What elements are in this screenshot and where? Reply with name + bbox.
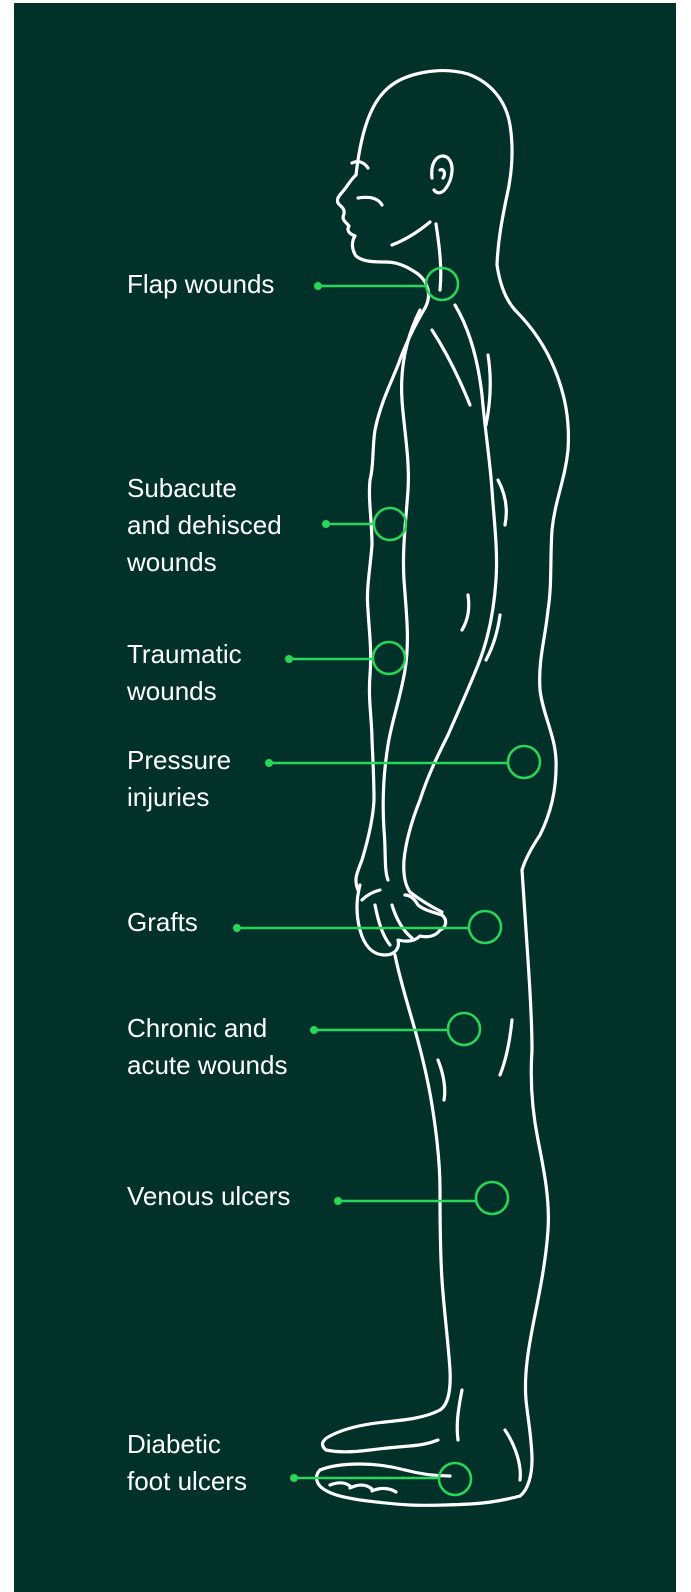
label-line: Flap wounds bbox=[127, 266, 274, 303]
ankle-line bbox=[457, 1390, 462, 1440]
hand bbox=[357, 885, 446, 955]
label-line: Traumatic bbox=[127, 636, 242, 673]
callout-traumatic-wounds bbox=[285, 642, 405, 674]
eye bbox=[352, 162, 368, 168]
label-line: Grafts bbox=[127, 904, 198, 941]
label-chronic-acute-wounds: Chronic and acute wounds bbox=[127, 1010, 287, 1084]
callout-chronic-acute-wounds bbox=[310, 1013, 480, 1045]
callout-venous-ulcers bbox=[334, 1182, 508, 1214]
label-line: Diabetic bbox=[127, 1426, 247, 1463]
elbow-line bbox=[498, 480, 506, 525]
callout-pressure-injuries bbox=[265, 746, 540, 778]
cheek-line bbox=[358, 197, 382, 205]
callout-subacute-wounds bbox=[322, 508, 406, 540]
callout-grafts bbox=[233, 911, 501, 943]
face-profile bbox=[337, 175, 428, 308]
arm-front bbox=[383, 310, 420, 880]
label-venous-ulcers: Venous ulcers bbox=[127, 1178, 290, 1215]
foot-front bbox=[323, 1436, 438, 1452]
label-line: wounds bbox=[127, 673, 242, 710]
label-subacute-wounds: Subacute and dehisced wounds bbox=[127, 470, 282, 581]
knee-line bbox=[438, 1060, 445, 1100]
armpit-line bbox=[486, 355, 490, 425]
label-traumatic-wounds: Traumatic wounds bbox=[127, 636, 242, 710]
label-diabetic-foot-ulcers: Diabetic foot ulcers bbox=[127, 1426, 247, 1500]
label-line: Venous ulcers bbox=[127, 1178, 290, 1215]
label-line: injuries bbox=[127, 779, 231, 816]
label-line: and dehisced bbox=[127, 507, 282, 544]
label-pressure-injuries: Pressure injuries bbox=[127, 742, 231, 816]
label-line: acute wounds bbox=[127, 1047, 287, 1084]
callout-flap-wounds bbox=[314, 268, 458, 300]
label-line: Pressure bbox=[127, 742, 231, 779]
back-leg bbox=[520, 870, 548, 1496]
calf-line bbox=[500, 1020, 512, 1075]
callouts bbox=[233, 268, 540, 1495]
foot-back bbox=[317, 1470, 520, 1505]
front-torso bbox=[356, 308, 425, 890]
label-grafts: Grafts bbox=[127, 904, 198, 941]
neck-line bbox=[436, 224, 441, 290]
label-line: Subacute bbox=[127, 470, 282, 507]
jaw-line bbox=[392, 222, 430, 245]
label-line: Chronic and bbox=[127, 1010, 287, 1047]
heel-line bbox=[505, 1430, 520, 1480]
label-flap-wounds: Flap wounds bbox=[127, 266, 274, 303]
ear bbox=[432, 156, 452, 193]
front-leg bbox=[330, 955, 450, 1436]
label-line: foot ulcers bbox=[127, 1463, 247, 1500]
forearm-line bbox=[462, 595, 469, 630]
callout-diabetic-foot-ulcers bbox=[290, 1463, 471, 1495]
arm-back bbox=[404, 305, 497, 892]
back-torso bbox=[515, 310, 568, 870]
shoulder-line bbox=[432, 330, 470, 405]
label-line: wounds bbox=[127, 544, 282, 581]
